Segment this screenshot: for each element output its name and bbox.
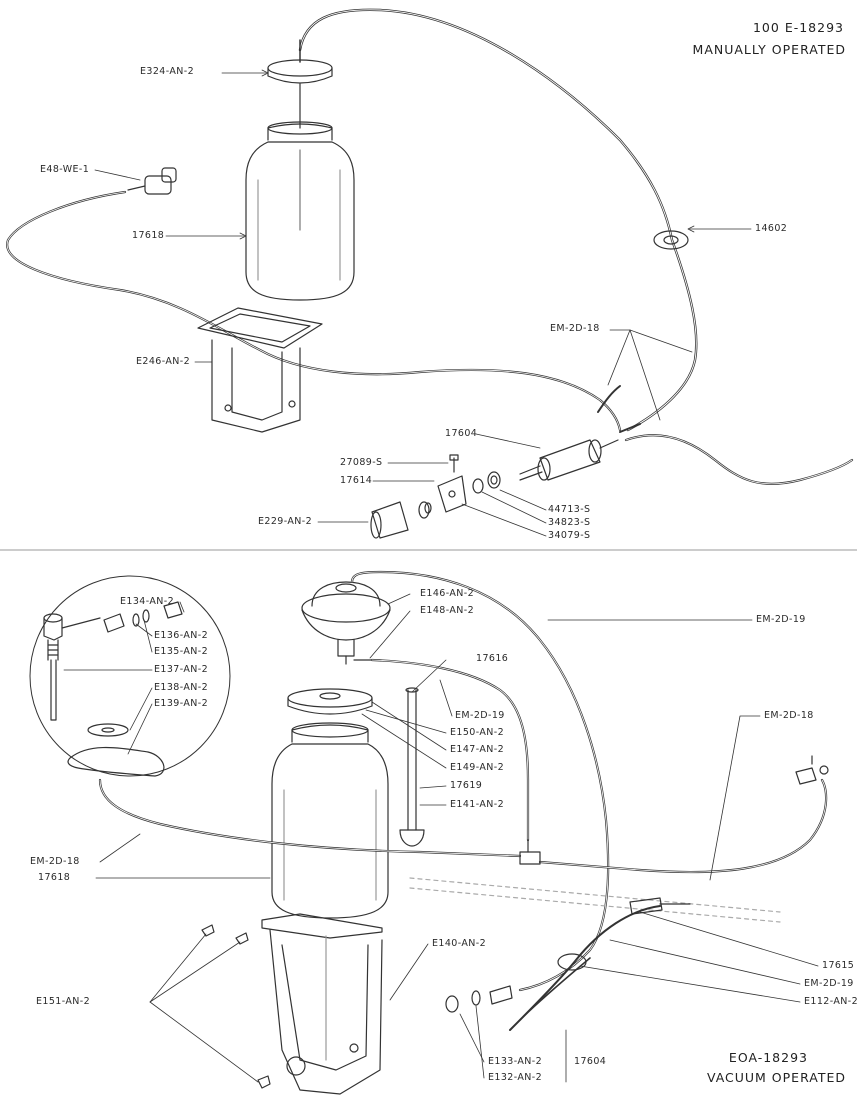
label-em2d18-right: EM-2D-18 bbox=[764, 710, 814, 721]
label-e151: E151-AN-2 bbox=[36, 996, 91, 1007]
top-grommet bbox=[653, 230, 689, 250]
label-top-em2d18: EM-2D-18 bbox=[550, 323, 600, 334]
label-e324: E324-AN-2 bbox=[140, 66, 195, 77]
label-top-17618: 17618 bbox=[132, 230, 165, 241]
label-e149: E149-AN-2 bbox=[450, 762, 505, 773]
label-34079: 34079-S bbox=[548, 530, 591, 541]
bottom-pickup-tube bbox=[399, 687, 425, 847]
label-em2d19-b: EM-2D-19 bbox=[804, 978, 854, 989]
label-e141: E141-AN-2 bbox=[450, 799, 505, 810]
bottom-right-fitting bbox=[795, 755, 829, 785]
bottom-leaders bbox=[63, 593, 819, 1083]
label-17616: 17616 bbox=[476, 653, 509, 664]
label-27089: 27089-S bbox=[340, 457, 383, 468]
bottom-detail-circle bbox=[29, 575, 231, 777]
top-return-tube bbox=[624, 434, 854, 485]
label-e136: E136-AN-2 bbox=[154, 630, 209, 641]
label-e150: E150-AN-2 bbox=[450, 727, 505, 738]
label-em2d19-top: EM-2D-19 bbox=[756, 614, 806, 625]
top-pump bbox=[127, 167, 177, 195]
label-e133: E133-AN-2 bbox=[488, 1056, 543, 1067]
top-leaders bbox=[94, 69, 752, 537]
label-e134: E134-AN-2 bbox=[120, 596, 175, 607]
top-cap bbox=[267, 39, 333, 129]
label-em2d18-left: EM-2D-18 bbox=[30, 856, 80, 867]
bottom-mode: VACUUM OPERATED bbox=[706, 1070, 846, 1085]
bottom-loop bbox=[557, 953, 587, 971]
label-44713: 44713-S bbox=[548, 504, 591, 515]
label-bottom-17604: 17604 bbox=[574, 1056, 607, 1067]
top-pump-tube bbox=[6, 190, 622, 432]
label-e137: E137-AN-2 bbox=[154, 664, 209, 675]
bottom-valve bbox=[445, 985, 513, 1013]
top-code: 100 E-18293 bbox=[752, 20, 844, 35]
top-mode: MANUALLY OPERATED bbox=[692, 42, 846, 57]
label-e48: E48-WE-1 bbox=[40, 164, 90, 175]
bottom-17615-fitting bbox=[629, 897, 691, 915]
bottom-code: EOA-18293 bbox=[728, 1050, 808, 1065]
top-nozzle-group bbox=[370, 454, 501, 539]
top-bracket bbox=[197, 307, 323, 433]
label-17615: 17615 bbox=[822, 960, 855, 971]
label-34823: 34823-S bbox=[548, 517, 591, 528]
label-14602: 14602 bbox=[755, 223, 788, 234]
label-e147: E147-AN-2 bbox=[450, 744, 505, 755]
label-e140: E140-AN-2 bbox=[432, 938, 487, 949]
top-long-tube bbox=[298, 8, 698, 432]
label-em2d19-a: EM-2D-19 bbox=[455, 710, 505, 721]
bottom-bracket bbox=[261, 913, 383, 1095]
label-bottom-17618: 17618 bbox=[38, 872, 71, 883]
label-e146: E146-AN-2 bbox=[420, 588, 475, 599]
label-e229: E229-AN-2 bbox=[258, 516, 313, 527]
top-valve bbox=[519, 439, 619, 481]
top-jar bbox=[245, 121, 355, 301]
label-e112: E112-AN-2 bbox=[804, 996, 857, 1007]
bottom-tee bbox=[519, 839, 541, 865]
label-17614: 17614 bbox=[340, 475, 373, 486]
label-e135: E135-AN-2 bbox=[154, 646, 209, 657]
label-e139: E139-AN-2 bbox=[154, 698, 209, 709]
label-e148: E148-AN-2 bbox=[420, 605, 475, 616]
bottom-tubes bbox=[98, 570, 828, 1031]
bottom-vacuum-unit bbox=[301, 581, 391, 665]
label-top-17604: 17604 bbox=[445, 428, 478, 439]
bottom-screws bbox=[201, 924, 271, 1089]
bottom-jar bbox=[271, 722, 389, 919]
label-e132: E132-AN-2 bbox=[488, 1072, 543, 1083]
bottom-lid bbox=[287, 688, 373, 715]
label-e138: E138-AN-2 bbox=[154, 682, 209, 693]
label-e246: E246-AN-2 bbox=[136, 356, 191, 367]
label-17619: 17619 bbox=[450, 780, 483, 791]
